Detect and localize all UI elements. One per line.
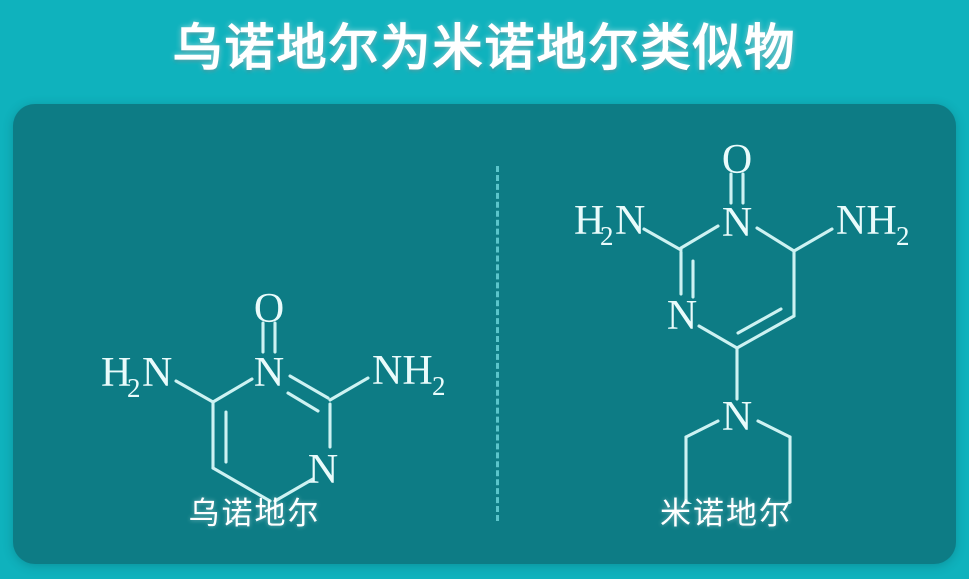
atom-label-oxygen: O xyxy=(722,137,752,183)
minoxidil-structure: O N N N H 2 N NH 2 xyxy=(574,137,910,504)
caption-left: 乌诺地尔 xyxy=(188,496,321,531)
atom-label-nitrogen-left: N xyxy=(667,293,697,339)
molecule-panel-right: O N N N H 2 N NH 2 米诺地尔 xyxy=(496,104,956,564)
atom-label-nitrogen-top: N xyxy=(254,350,284,396)
atom-label-amino-right-sub: 2 xyxy=(432,371,446,401)
atom-label-nitrogen-top: N xyxy=(722,200,752,246)
atom-label-amino-left-sub: 2 xyxy=(127,373,141,403)
atom-label-nitrogen-lower: N xyxy=(308,447,338,493)
molecule-panel-left: O N N H 2 N NH 2 乌诺地尔 xyxy=(13,104,496,564)
unoxidil-structure: O N N H 2 N NH 2 xyxy=(101,286,446,503)
panel-divider xyxy=(496,166,499,521)
atom-label-oxygen: O xyxy=(254,286,284,332)
atom-label-amino-left-n: N xyxy=(615,198,645,244)
atom-label-amino-right: NH xyxy=(372,348,433,394)
atom-label-amino-left-h: H xyxy=(574,198,604,244)
atom-label-nitrogen-piperidine: N xyxy=(722,394,752,440)
atom-label-amino-left-h: H xyxy=(101,350,131,396)
atom-label-amino-right: NH xyxy=(836,198,897,244)
caption-right: 米诺地尔 xyxy=(660,496,792,531)
page-title: 乌诺地尔为米诺地尔类似物 xyxy=(172,20,797,76)
atom-label-amino-left-sub: 2 xyxy=(600,221,614,251)
atom-label-amino-right-sub: 2 xyxy=(896,221,910,251)
atom-label-amino-left-n: N xyxy=(142,350,172,396)
comparison-card: O N N H 2 N NH 2 乌诺地尔 xyxy=(13,104,956,564)
